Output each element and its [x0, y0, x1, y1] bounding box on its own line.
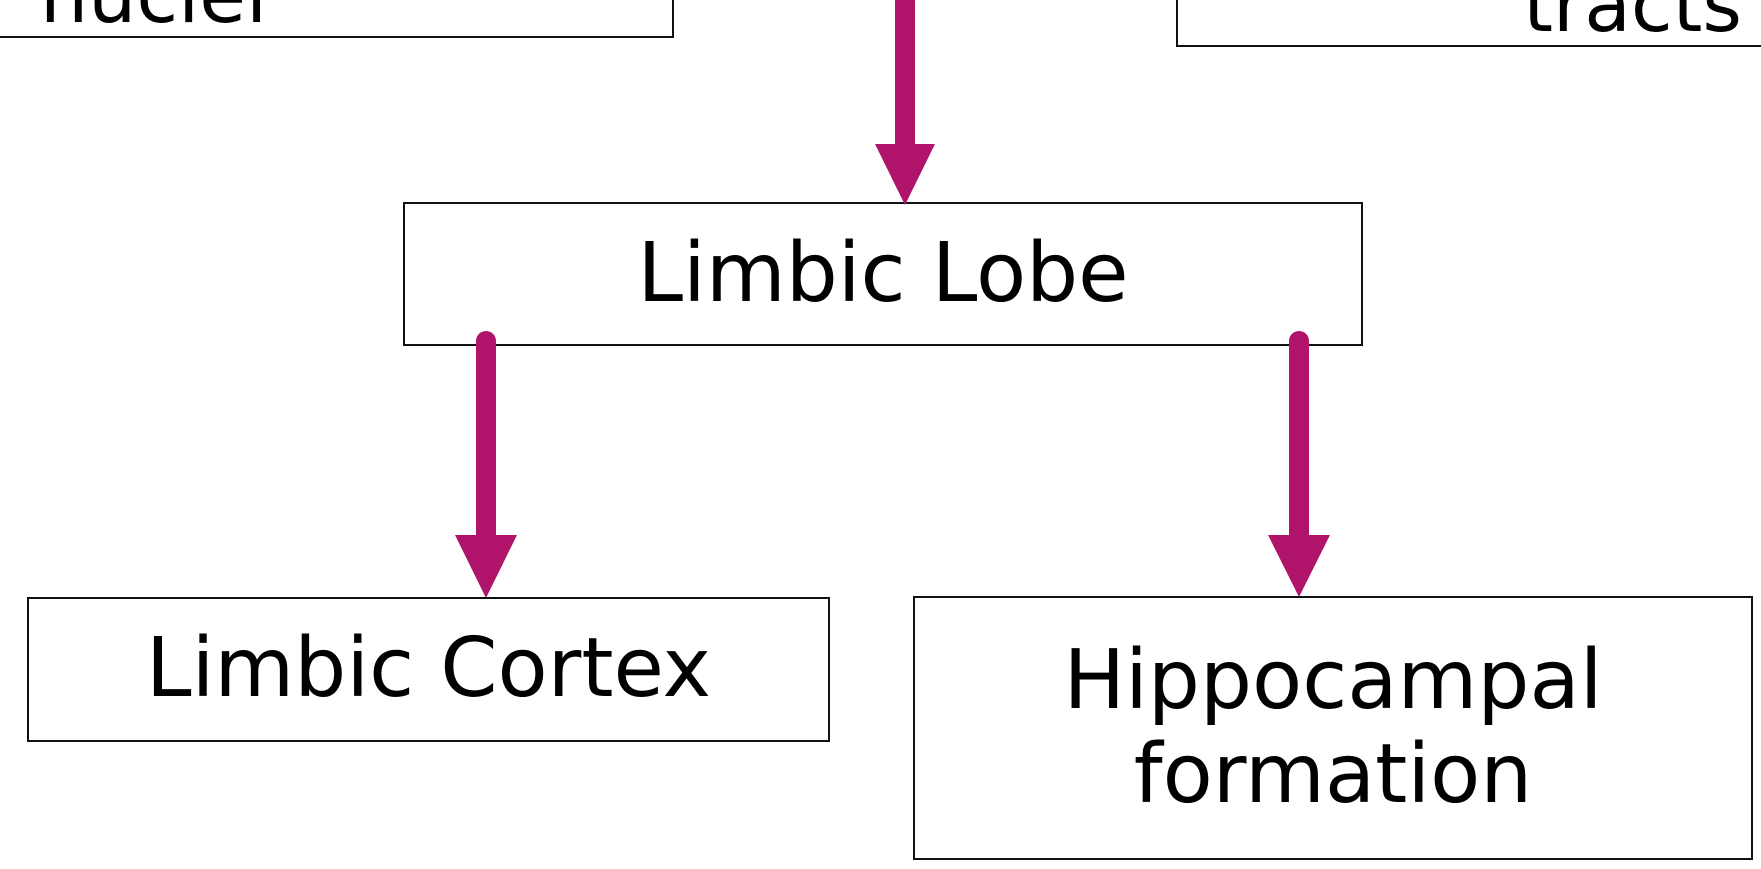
node-tracts: tracts: [1176, 0, 1761, 47]
node-hippocampal-formation: Hippocampal formation: [913, 596, 1753, 860]
node-hippocampal-formation-label: Hippocampal formation: [1063, 632, 1603, 822]
arrow-lobe-to-hippocampal: [1268, 331, 1330, 597]
node-limbic-cortex-label: Limbic Cortex: [145, 621, 712, 717]
node-limbic-cortex: Limbic Cortex: [27, 597, 830, 742]
arrow-lobe-to-hippocampal-head: [1268, 535, 1330, 597]
node-nuclei-label: nuclei: [40, 0, 267, 34]
arrow-lobe-to-cortex-head: [455, 535, 517, 598]
node-limbic-lobe-label: Limbic Lobe: [637, 225, 1129, 321]
arrow-lobe-to-cortex: [455, 331, 517, 598]
arrow-from-above-to-limbic-lobe: [875, 0, 935, 205]
arrow-from-above-head: [875, 144, 935, 205]
node-limbic-lobe: Limbic Lobe: [403, 202, 1363, 346]
node-tracts-label: tracts: [1523, 0, 1742, 47]
node-nuclei: nuclei: [0, 0, 674, 38]
